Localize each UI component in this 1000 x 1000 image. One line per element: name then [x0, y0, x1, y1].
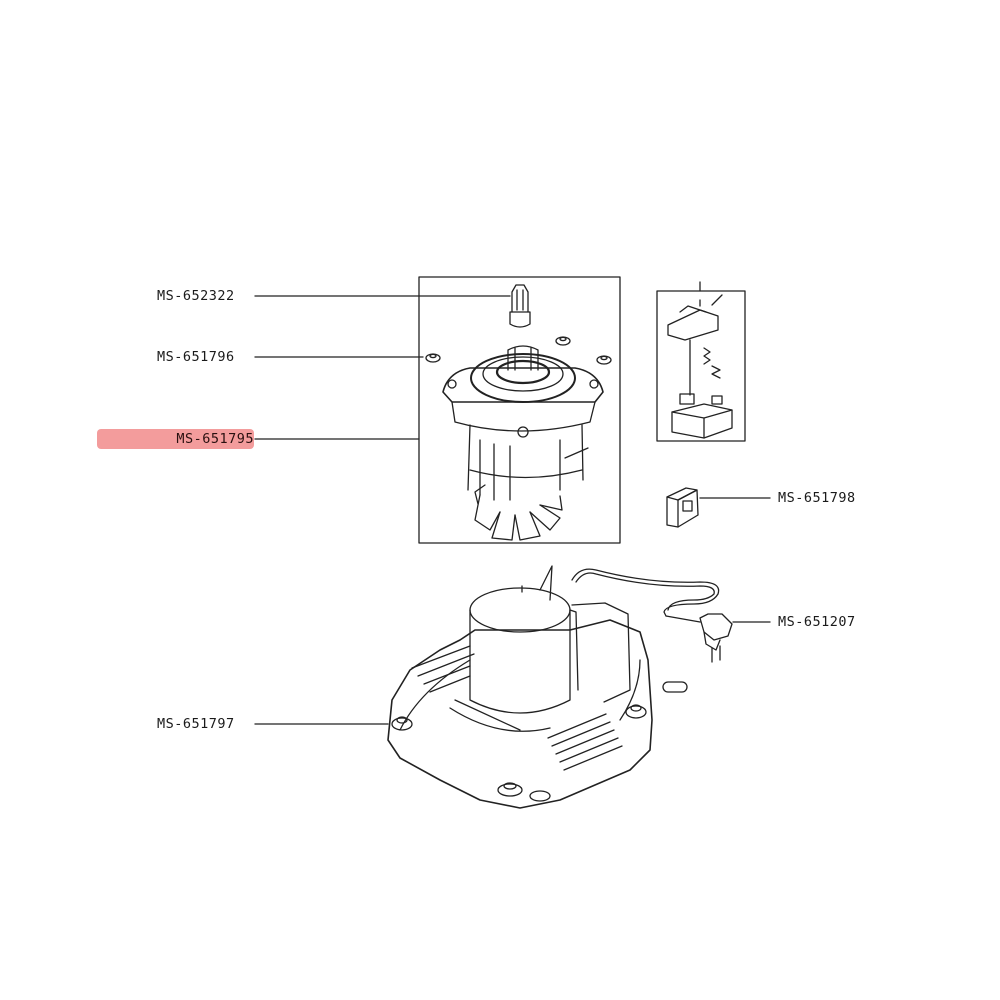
- connector-icon: [666, 487, 699, 528]
- coupling-icon: [509, 284, 531, 328]
- motor-group-frame: [418, 276, 621, 544]
- callout-label-c3-highlighted[interactable]: MS-651795: [97, 429, 254, 449]
- motor-icon: [442, 345, 604, 541]
- callout-label-c4[interactable]: MS-651798: [778, 490, 856, 506]
- switch-icon: [667, 294, 733, 439]
- cord-icon: [571, 568, 733, 693]
- grommet-icon: [425, 336, 612, 365]
- callout-label-c5[interactable]: MS-651207: [778, 614, 856, 630]
- callout-label-c6[interactable]: MS-651797: [157, 716, 235, 732]
- callout-label-c2[interactable]: MS-651796: [157, 349, 235, 365]
- switch-group-frame: [656, 290, 746, 442]
- base-icon: [387, 565, 653, 809]
- callout-label-c1[interactable]: MS-652322: [157, 288, 235, 304]
